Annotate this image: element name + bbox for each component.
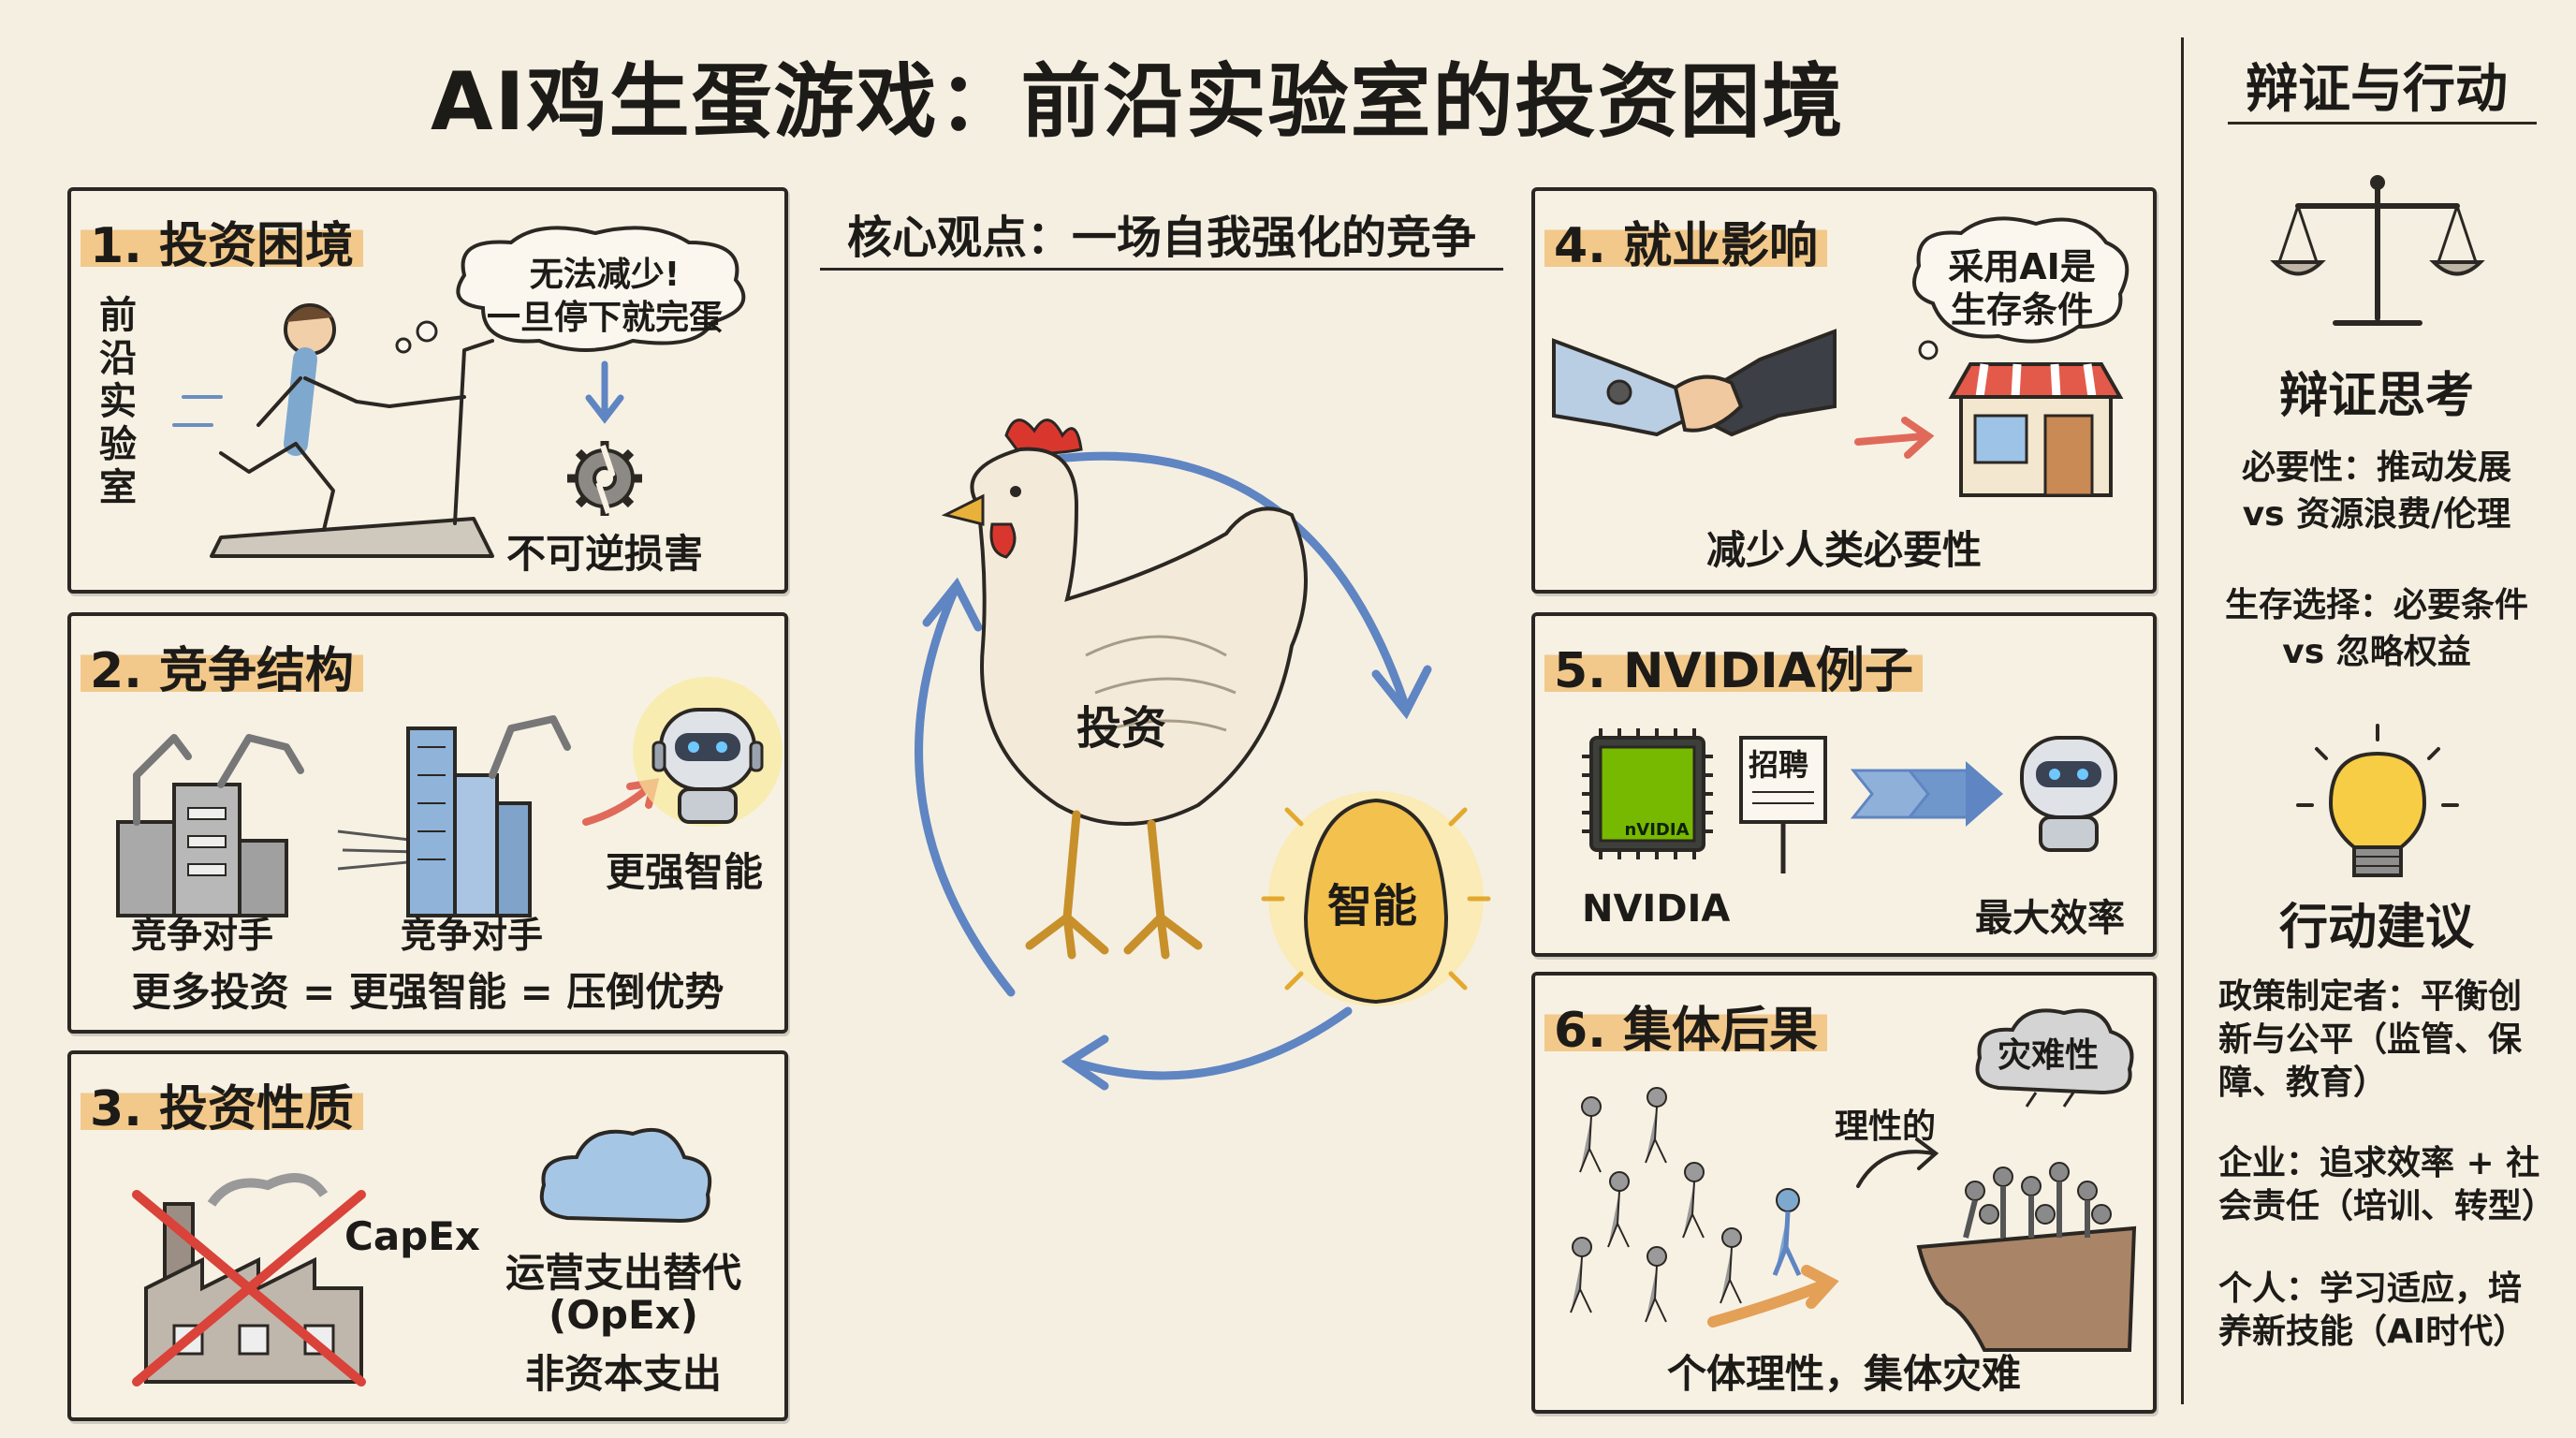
max-efficiency-caption: 最大效率 <box>1975 897 2125 940</box>
chevron-arrow-icon <box>1850 761 2003 827</box>
action-item-1-line-2: 新与公平（监管、保 <box>2218 1020 2523 1059</box>
panel-title: 4. 就业影响 <box>1544 204 1828 278</box>
opex-line-3: 非资本支出 <box>524 1351 722 1397</box>
panel-title: 2. 竞争结构 <box>80 629 364 703</box>
irreversible-harm-label: 不可逆损害 <box>505 531 703 577</box>
nvidia-chip-icon <box>1582 728 1713 859</box>
action-item-3-line-1: 个人：学习适应，培 <box>2218 1269 2523 1308</box>
nvidia-caption: NVIDIA <box>1582 888 1731 931</box>
frontier-lab-label: 前沿实验室 <box>99 294 137 509</box>
curved-arrow-icon <box>1856 1137 1939 1188</box>
page-title: AI鸡生蛋游戏：前沿实验室的投资困境 <box>431 55 1845 149</box>
rival-label-1: 竞争对手 <box>130 915 273 956</box>
action-item-1-line-1: 政策制定者：平衡创 <box>2218 977 2523 1016</box>
opex-line-2: (OpEx) <box>549 1292 698 1338</box>
panel-collective-consequences: 6. 集体后果 理性的 灾难性 个体理性，集体灾难 <box>1531 972 2157 1414</box>
thought-line-1: 无法减少! <box>529 256 681 294</box>
stronger-intelligence-label: 更强智能 <box>605 849 763 895</box>
individual-rational-collective-disaster: 个体理性，集体灾难 <box>1666 1351 2021 1397</box>
treadmill-runner-icon <box>172 303 494 558</box>
speed-lines-icon <box>337 829 418 871</box>
robot-head-icon <box>633 677 783 827</box>
think-item-2-line-1: 生存选择：必要条件 <box>2224 586 2528 624</box>
rival-label-2: 竞争对手 <box>400 915 543 956</box>
cycle-arrows-icon <box>915 451 1432 1091</box>
panel-competition-structure: 2. 竞争结构 竞争对手 竞争对手 更强智能 更多投资 = 更强智能 = 压倒优… <box>67 612 788 1034</box>
hiring-sign-icon <box>1739 736 1827 873</box>
panel-title: 6. 集体后果 <box>1544 989 1828 1063</box>
lightbulb-icon <box>2296 724 2459 877</box>
chip-brand-text: nVIDIA <box>1624 820 1690 840</box>
factory-robot-arm-icon <box>116 734 304 917</box>
opex-line-1: 运营支出替代 <box>505 1250 741 1296</box>
panel-nvidia-example: 5. NVIDIA例子 nVIDIA 招聘 NVIDIA 最大效率 <box>1531 612 2157 957</box>
down-arrow-icon <box>585 360 624 424</box>
chicken-investment-label: 投资 <box>1076 702 1167 755</box>
hiring-sign-text: 招聘 <box>1749 747 1809 783</box>
core-viewpoint-heading: 核心观点：一场自我强化的竞争 <box>846 212 1476 264</box>
capex-label: CapEx <box>344 1213 481 1259</box>
sidebar-divider <box>2181 37 2184 1404</box>
heading-underline <box>820 268 1503 271</box>
action-item-2-line-1: 企业：追求效率 + 社 <box>2218 1144 2540 1182</box>
thought-bubble-icon <box>1912 216 2130 360</box>
investment-equation: 更多投资 = 更强智能 = 压倒优势 <box>131 969 724 1015</box>
sidebar-title-underline <box>2228 122 2537 125</box>
panel-employment-impact: 4. 就业影响 采用AI是 生存条件 减少人类必要性 <box>1531 187 2157 594</box>
broken-gear-icon <box>567 441 642 516</box>
think-item-2-line-2: vs 忽略权益 <box>2282 633 2471 671</box>
bubble-line-2: 生存条件 <box>1950 289 2093 330</box>
think-item-1-line-1: 必要性：推动发展 <box>2241 448 2511 487</box>
action-heading: 行动建议 <box>2278 900 2474 956</box>
thought-bubble-icon <box>395 226 746 354</box>
panel-investment-dilemma: 1. 投资困境 前沿实验室 无法减少! 一旦停下就完蛋 不可逆损害 <box>67 187 788 594</box>
golden-egg-icon <box>1261 791 1491 1006</box>
panel-title: 5. NVIDIA例子 <box>1544 629 1923 703</box>
chicken-icon <box>941 418 1308 960</box>
think-heading: 辩证思考 <box>2278 368 2474 424</box>
bubble-line-1: 采用AI是 <box>1948 246 2096 287</box>
robot-head-icon <box>2020 736 2117 852</box>
catastrophic-label: 灾难性 <box>1998 1036 2100 1075</box>
handshake-icon <box>1552 329 1837 437</box>
panel-title: 1. 投资困境 <box>80 204 364 278</box>
panel-investment-nature: 3. 投资性质 CapEx 运营支出替代 (OpEx) 非资本支出 <box>67 1050 788 1421</box>
action-item-1-line-3: 障、教育） <box>2218 1064 2388 1102</box>
city-robot-arm-icon <box>406 715 571 917</box>
scales-icon <box>2270 175 2485 326</box>
action-item-3-line-2: 养新技能（AI时代） <box>2218 1313 2527 1351</box>
panel-title: 3. 投资性质 <box>80 1067 364 1141</box>
think-item-1-line-2: vs 资源浪费/伦理 <box>2242 495 2511 534</box>
reduce-human-necessity-label: 减少人类必要性 <box>1705 527 1982 573</box>
storm-cloud-icon <box>1975 1008 2134 1108</box>
cliff-crowd-icon <box>1916 1162 2137 1352</box>
action-item-2-line-2: 会责任（培训、转型） <box>2218 1187 2556 1225</box>
egg-intelligence-label: 智能 <box>1327 880 1418 932</box>
cloud-icon <box>539 1128 712 1224</box>
red-arrow-icon <box>1854 417 1935 459</box>
walking-crowd-icon <box>1570 1087 1839 1328</box>
thought-line-2: 一旦停下就完蛋 <box>486 299 723 337</box>
sidebar-title: 辩证与行动 <box>2246 59 2508 120</box>
factory-crossed-icon <box>132 1173 366 1387</box>
shop-icon <box>1948 362 2124 497</box>
